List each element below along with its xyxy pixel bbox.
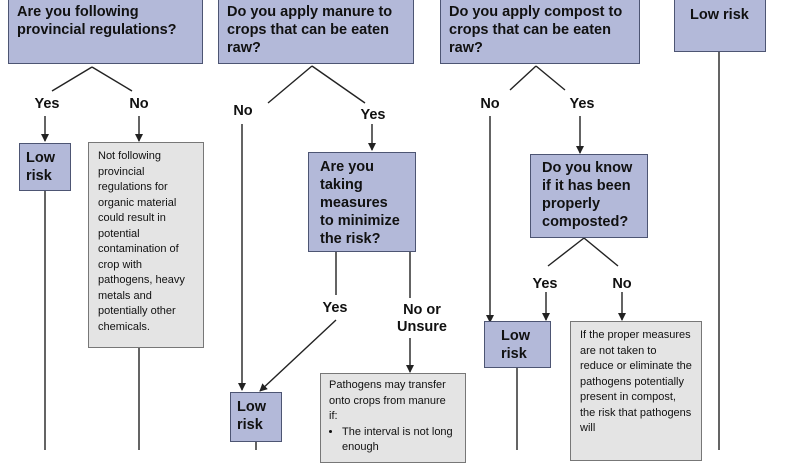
question-text: Are you taking measures to minimize the … — [320, 159, 400, 247]
question-text: Do you apply manure to crops that can be… — [227, 4, 393, 56]
question-manure-raw-crops: Do you apply manure to crops that can be… — [218, 0, 414, 64]
outcome-low-risk: Low risk — [230, 392, 282, 442]
label-yes: Yes — [34, 96, 60, 112]
label-yes: Yes — [322, 300, 348, 316]
question-compost-raw-crops: Do you apply compost to crops that can b… — [440, 0, 640, 64]
connector — [259, 319, 337, 392]
question-text: Do you apply compost to crops that can b… — [449, 4, 623, 56]
note-text: Not following provincial regulations for… — [98, 150, 185, 333]
question-provincial-regulations: Are you following provincial regulations… — [8, 0, 203, 64]
outcome-low-risk: Low risk — [484, 321, 551, 368]
outcome-text: Low risk — [501, 328, 530, 362]
connector — [91, 66, 133, 92]
note-text: If the proper measures are not taken to … — [580, 329, 692, 434]
outcome-text: Low risk — [26, 150, 55, 184]
outcome-text: Low risk — [237, 399, 266, 433]
question-text: Do you know if it has been properly comp… — [542, 160, 633, 230]
question-text: Are you following provincial regulations… — [17, 4, 177, 38]
label-no-or-unsure: No or Unsure — [397, 302, 447, 335]
note-compost-pathogens: If the proper measures are not taken to … — [570, 321, 702, 461]
question-properly-composted: Do you know if it has been properly comp… — [530, 154, 648, 238]
connector — [51, 66, 93, 92]
note-regulations: Not following provincial regulations for… — [88, 142, 204, 348]
connector-lines — [41, 52, 720, 450]
connector — [583, 237, 619, 267]
connector — [509, 65, 537, 91]
outcome-low-risk: Low risk — [19, 143, 71, 191]
connector — [547, 237, 585, 267]
label-no: No — [233, 103, 253, 119]
connector — [535, 65, 566, 91]
label-no: No — [480, 96, 500, 112]
label-no: No — [612, 276, 632, 292]
note-bullet-list: The interval is not long enough — [329, 425, 457, 456]
label-no: No — [129, 96, 149, 112]
note-text: Pathogens may transfer onto crops from m… — [329, 379, 446, 422]
question-minimize-risk: Are you taking measures to minimize the … — [308, 152, 416, 252]
label-yes: Yes — [532, 276, 558, 292]
outcome-low-risk-top: Low risk — [674, 0, 766, 52]
note-manure-pathogens: Pathogens may transfer onto crops from m… — [320, 373, 466, 463]
connector — [267, 65, 313, 104]
label-yes: Yes — [569, 96, 595, 112]
label-yes: Yes — [360, 107, 386, 123]
outcome-text: Low risk — [690, 7, 749, 23]
connector — [311, 65, 366, 104]
note-bullet: The interval is not long enough — [342, 425, 457, 456]
